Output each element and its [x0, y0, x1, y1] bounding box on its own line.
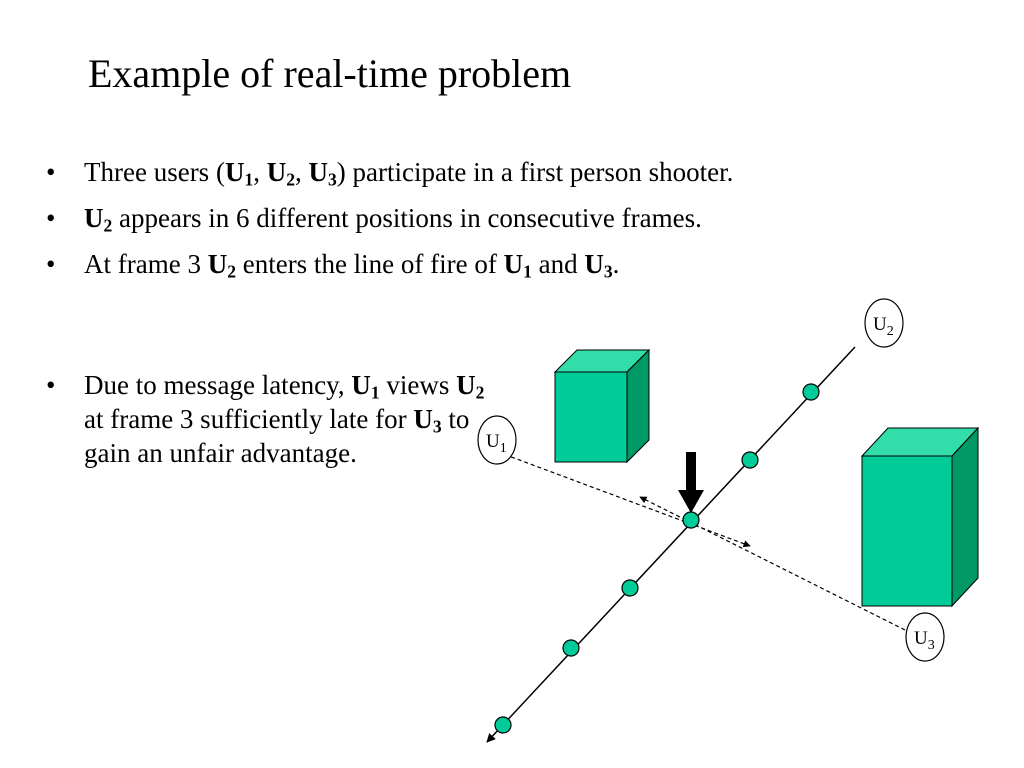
u2-movement-path	[486, 346, 856, 743]
svg-text:U1: U1	[486, 431, 507, 456]
block-right-front	[861, 455, 953, 607]
user-label: U	[873, 314, 887, 335]
frame-position-dot	[494, 716, 512, 734]
block-left-front	[554, 371, 628, 463]
frame-position-dot	[621, 579, 639, 597]
user-label: U	[914, 628, 928, 649]
user-node-u1: U1	[477, 415, 517, 465]
user-label-sub: 2	[887, 324, 894, 339]
bullet-item: U2 appears in 6 different positions in c…	[46, 201, 886, 235]
user-label-sub: 1	[500, 441, 507, 456]
bullet-list: Three users (U1, U2, U3) participate in …	[46, 155, 886, 293]
frame-position-dot	[802, 383, 820, 401]
u1-line-of-fire	[497, 451, 751, 548]
frame-position-dot	[741, 451, 759, 469]
bullet-item: At frame 3 U2 enters the line of fire of…	[46, 247, 886, 281]
bullet-item: Three users (U1, U2, U3) participate in …	[46, 155, 886, 189]
user-label: U	[486, 431, 500, 452]
user-node-u3: U3	[905, 612, 945, 662]
svg-text:U3: U3	[914, 628, 935, 653]
frame-position-dot	[562, 639, 580, 657]
block-right-side	[951, 426, 979, 608]
user-node-u2: U2	[864, 298, 904, 348]
frame-position-dot-highlighted	[682, 511, 700, 529]
obstacle-block-left	[553, 348, 651, 464]
slide-title: Example of real-time problem	[88, 51, 572, 96]
frame-3-arrow-icon	[678, 452, 704, 513]
svg-text:U2: U2	[873, 314, 894, 339]
user-label-sub: 3	[928, 638, 935, 653]
bullet-item-latency: Due to message latency, U1 views U2 at f…	[46, 368, 486, 470]
obstacle-block-right	[860, 426, 980, 608]
